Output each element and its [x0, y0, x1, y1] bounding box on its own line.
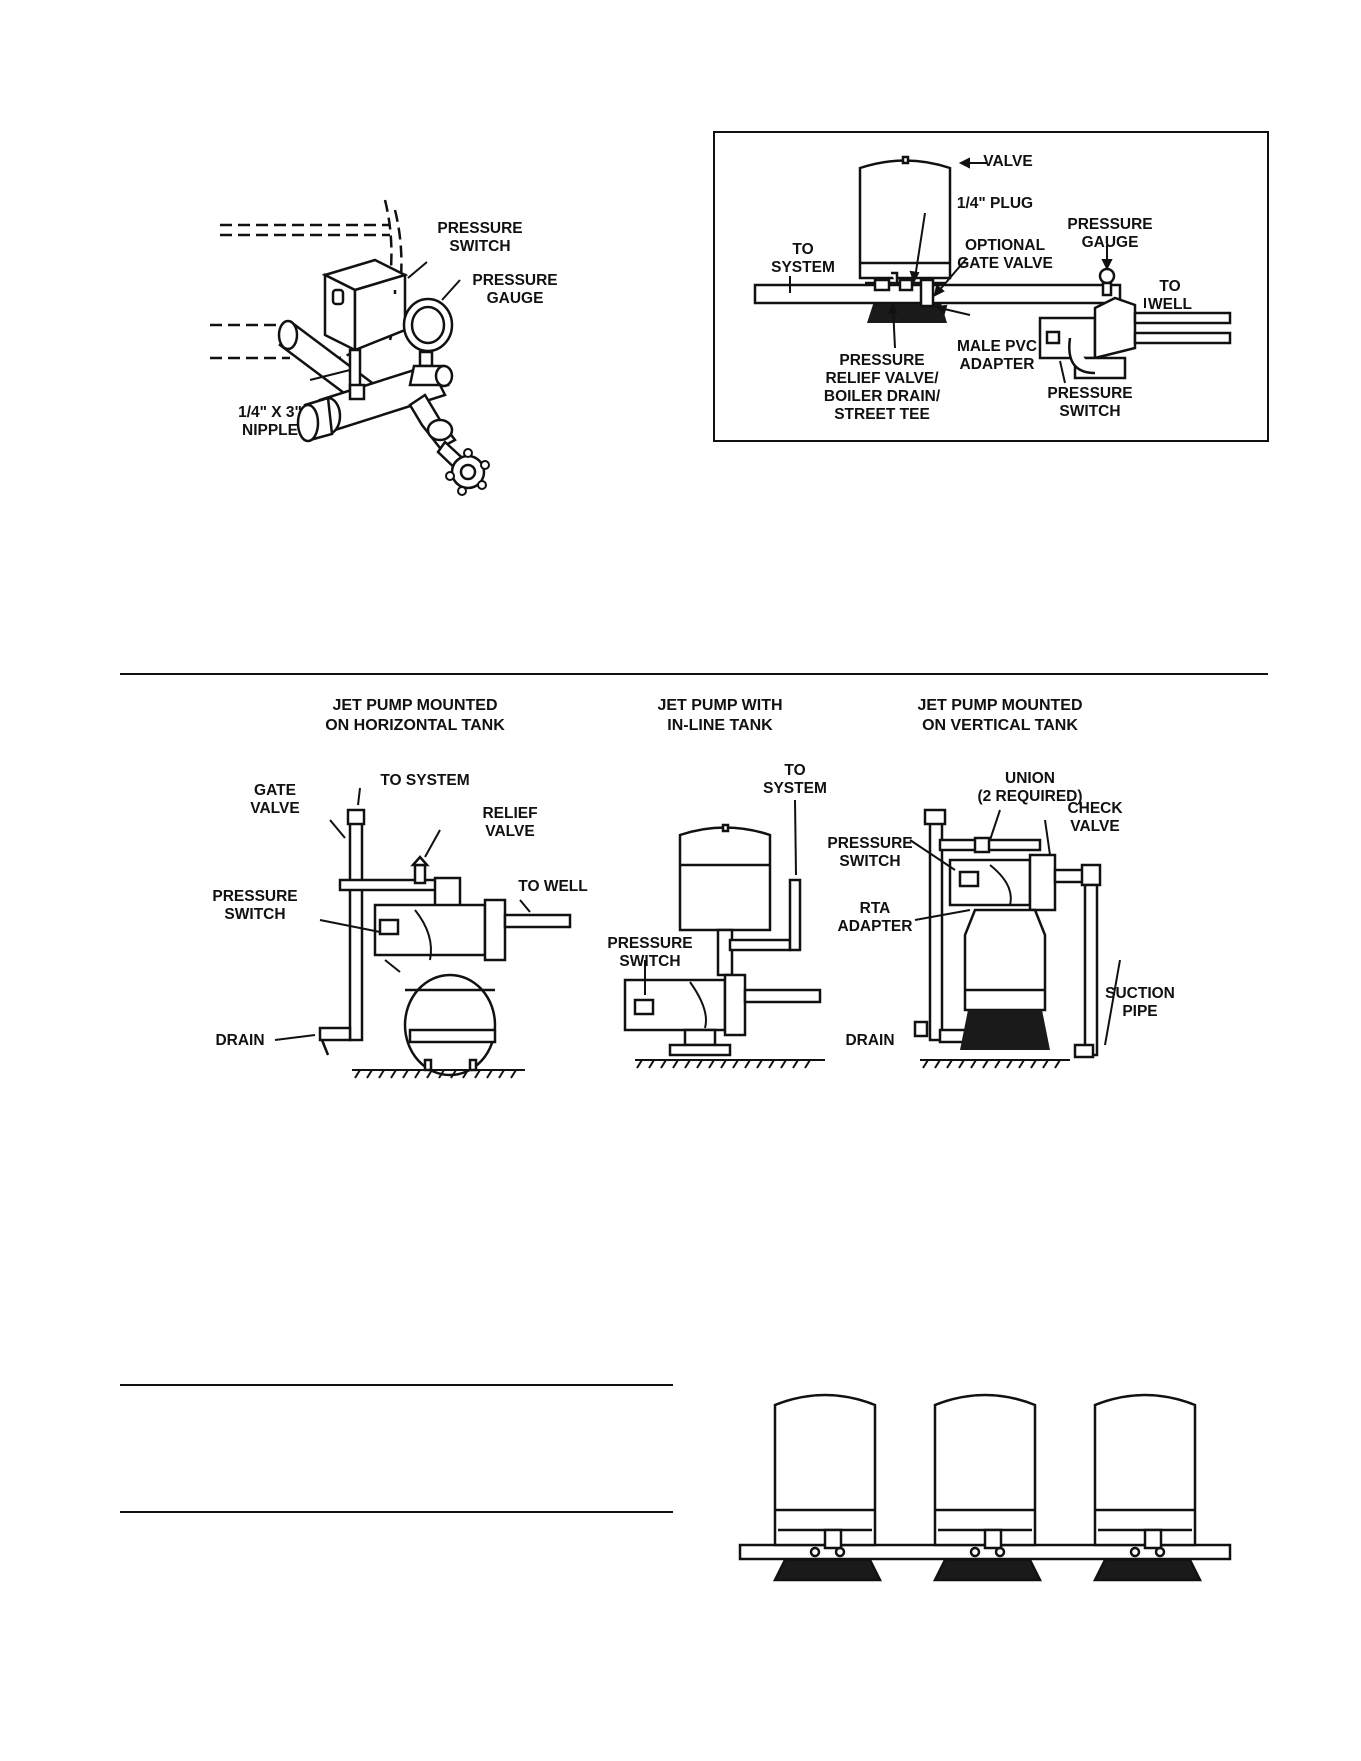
- lower-rule-bottom: [120, 1511, 673, 1513]
- to-system-label: TO SYSTEM: [380, 772, 470, 789]
- tank-2: [932, 1393, 1043, 1582]
- lower-rule-top: [120, 1384, 673, 1386]
- inline-tank-drawing: [753, 155, 1232, 384]
- to-well-label: TO WELL: [518, 878, 588, 895]
- tank-3: [1092, 1393, 1203, 1582]
- jet-inline-drawing: [623, 799, 825, 1069]
- jet-horizontal-drawing: [274, 787, 572, 1079]
- drain-label: DRAIN: [845, 1032, 895, 1049]
- multi-tank-drawing: [738, 1393, 1232, 1582]
- section-rule: [120, 673, 1268, 675]
- tank-1: [772, 1393, 883, 1582]
- figure-multi-tank: [738, 1380, 1232, 1582]
- switch-gauge-drawing: [210, 199, 490, 496]
- drain-label: DRAIN: [215, 1032, 265, 1049]
- plug-label: 1/4" PLUG: [956, 195, 1034, 212]
- nipple-label: 1/4" X 3"NIPPLE: [238, 404, 302, 439]
- union-label: UNION(2 REQUIRED): [977, 770, 1083, 805]
- jet-vertical-drawing: [909, 808, 1121, 1069]
- valve-label: VALVE: [983, 153, 1033, 170]
